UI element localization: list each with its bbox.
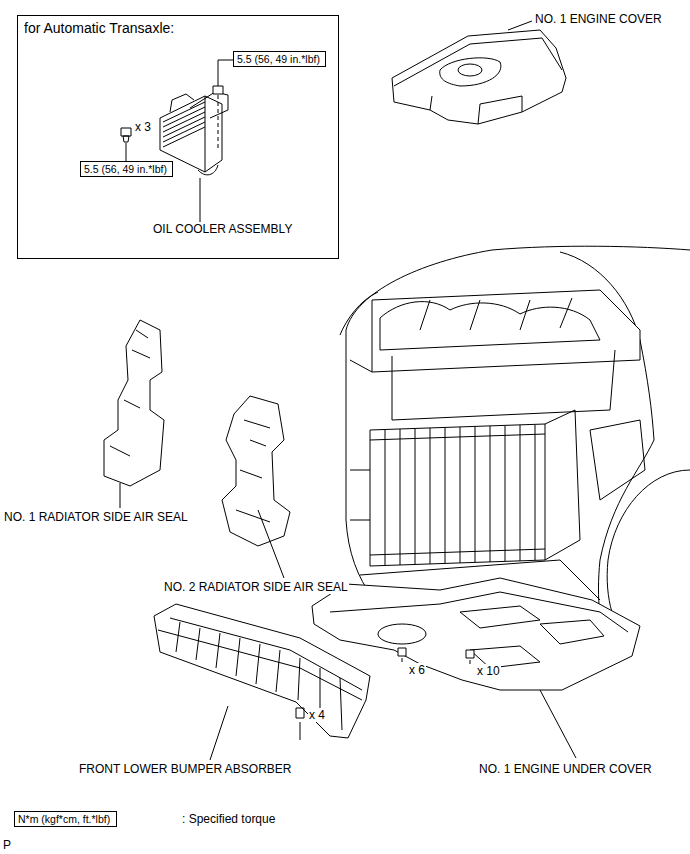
quantity-label: x 4 [308, 708, 326, 722]
under-cover-drawing [312, 578, 640, 758]
bolt-symbol [121, 86, 223, 142]
bumper-absorber-drawing [300, 722, 301, 740]
engine-cover-drawing [392, 21, 566, 124]
under-cover-drawing [460, 606, 604, 668]
bumper-absorber-drawing [296, 706, 306, 718]
vehicle-drawing [590, 420, 645, 500]
under-cover-drawing [398, 648, 474, 658]
oil-cooler-drawing [163, 102, 205, 147]
part-name: NO. 2 RADIATOR SIDE AIR SEAL [163, 580, 349, 594]
engine-cover-drawing [458, 64, 482, 76]
quantity-label: x 10 [476, 664, 501, 678]
inset-title: for Automatic Transaxle: [24, 20, 174, 36]
vehicle-drawing [385, 425, 535, 565]
air-seal-drawing [110, 330, 150, 456]
bolt-symbol [213, 86, 223, 94]
part-name: OIL COOLER ASSEMBLY [152, 222, 293, 236]
part-name: FRONT LOWER BUMPER ABSORBER [78, 762, 292, 776]
leader-line [126, 143, 127, 161]
part-name: NO. 1 RADIATOR SIDE AIR SEAL [3, 510, 189, 524]
air-seal-drawing [104, 320, 290, 578]
torque-text: N*m (kgf*cm, ft.*lbf) [18, 813, 110, 825]
under-cover-drawing [378, 624, 426, 644]
legend-text: : Specified torque [181, 812, 276, 826]
torque-text: 5.5 (56, 49 in.*lbf) [84, 163, 167, 175]
oil-cooler-drawing [198, 165, 218, 175]
oil-cooler-drawing [190, 92, 228, 172]
bumper-absorber-drawing [176, 622, 342, 730]
air-seal-drawing [120, 483, 121, 508]
bumper-absorber-drawing [210, 706, 228, 760]
vehicle-drawing [420, 298, 572, 330]
vehicle-drawing [380, 302, 600, 350]
air-seal-drawing [222, 396, 290, 546]
quantity-label: x 3 [134, 120, 152, 134]
leader-line [218, 60, 233, 86]
vehicle-drawing [350, 360, 372, 520]
bumper-absorber-drawing [158, 630, 362, 700]
under-cover-drawing [312, 578, 640, 690]
vehicle-drawing [372, 290, 640, 372]
under-cover-drawing [330, 592, 628, 632]
air-seal-drawing [258, 510, 284, 578]
engine-cover-drawing [440, 58, 501, 86]
legend-box: N*m (kgf*cm, ft.*lbf) [14, 811, 117, 827]
engine-cover-drawing [430, 96, 522, 124]
vehicle-drawing [370, 434, 545, 555]
engine-cover-drawing [392, 30, 566, 124]
air-seal-drawing [104, 320, 164, 486]
engine-cover-drawing [394, 38, 562, 86]
leader-line [126, 60, 233, 222]
part-name: NO. 1 ENGINE COVER [534, 12, 663, 26]
under-cover-drawing [540, 690, 576, 758]
torque-box: 5.5 (56, 49 in.*lbf) [80, 161, 173, 177]
engine-cover-drawing [508, 21, 532, 30]
quantity-label: x 6 [408, 663, 426, 677]
torque-box: 5.5 (56, 49 in.*lbf) [233, 51, 326, 67]
torque-text: 5.5 (56, 49 in.*lbf) [237, 53, 320, 65]
bolt-symbol [121, 128, 131, 142]
page-mark: P [2, 838, 12, 852]
vehicle-drawing [392, 350, 615, 420]
leader-line [218, 95, 219, 150]
vehicle-drawing [545, 410, 580, 560]
air-seal-drawing [236, 420, 270, 522]
part-name: NO. 1 ENGINE UNDER COVER [478, 762, 653, 776]
vehicle-drawing [370, 424, 545, 566]
oil-cooler-drawing [170, 94, 194, 112]
leader-line [200, 178, 201, 222]
